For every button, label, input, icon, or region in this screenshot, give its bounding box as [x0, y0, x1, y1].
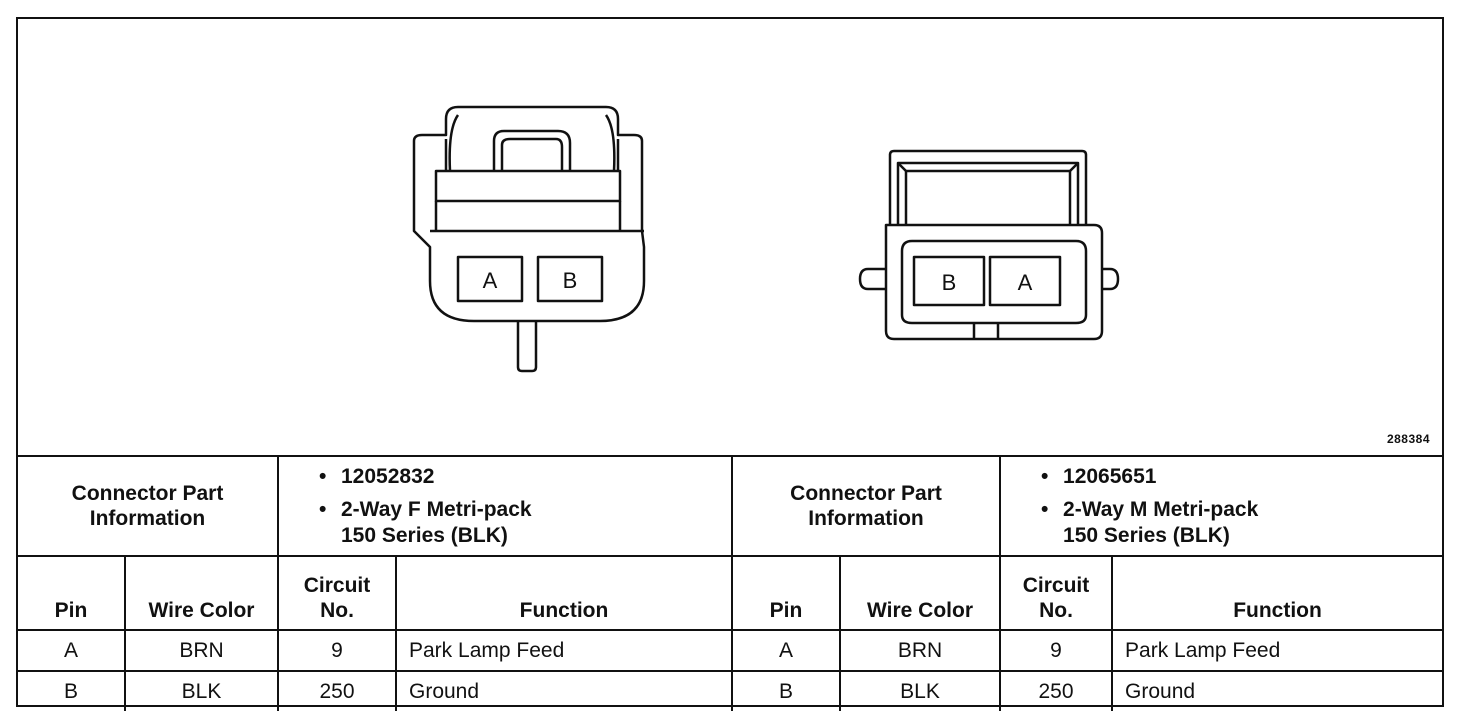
pin-cell: A: [731, 629, 842, 672]
part-info-label-right: Connector Part Information: [731, 455, 1002, 557]
circuit-cell: 9: [999, 629, 1114, 672]
circuit-cell: 250: [277, 670, 397, 711]
circuit-cell: 9: [277, 629, 397, 672]
part-number-right: 12065651: [1041, 464, 1442, 489]
header-pin-right: Pin: [731, 555, 842, 631]
wire-color-cell: BRN: [839, 629, 1002, 672]
male-cavity-label-2: A: [1018, 270, 1033, 295]
part-number-left: 12052832: [319, 464, 731, 489]
female-cavity-label-2: B: [563, 268, 578, 293]
header-function-left: Function: [394, 555, 734, 631]
function-cell: Park Lamp Feed: [1111, 629, 1443, 672]
connector-info-table: Connector Part Information 12052832 2-Wa…: [18, 455, 1443, 711]
female-connector-icon: [412, 105, 646, 373]
part-info-right: 12065651 2-Way M Metri-pack 150 Series (…: [999, 455, 1443, 557]
male-connector-icon: [858, 149, 1120, 341]
table-row: A BRN 9 Park Lamp Feed A BRN 9 Park Lamp…: [18, 629, 1443, 672]
diagram-frame: A B B A 288384 Connector Part Informatio…: [16, 17, 1444, 711]
function-cell: Ground: [1111, 670, 1443, 711]
table-row: B BLK 250 Ground B BLK 250 Ground: [18, 670, 1443, 711]
header-function-right: Function: [1111, 555, 1443, 631]
male-cavity-label-1: B: [942, 270, 957, 295]
figure-id: 288384: [1386, 432, 1430, 446]
part-desc-left-line2: 150 Series (BLK): [341, 523, 508, 547]
connector-drawing-area: A B B A 288384: [18, 19, 1442, 455]
function-cell: Ground: [394, 670, 734, 711]
wire-color-cell: BLK: [839, 670, 1002, 711]
part-desc-right-line2: 150 Series (BLK): [1063, 523, 1230, 547]
header-wire-color-left: Wire Color: [124, 555, 279, 631]
wire-color-cell: BRN: [124, 629, 279, 672]
pin-cell: A: [18, 629, 126, 672]
circuit-cell: 250: [999, 670, 1114, 711]
pin-cell: B: [731, 670, 842, 711]
function-cell: Park Lamp Feed: [394, 629, 734, 672]
part-info-label-left: Connector Part Information: [18, 455, 279, 557]
header-pin-left: Pin: [18, 555, 126, 631]
part-info-row: Connector Part Information 12052832 2-Wa…: [18, 455, 1443, 557]
part-info-left: 12052832 2-Way F Metri-pack 150 Series (…: [276, 455, 734, 557]
female-cavity-label-1: A: [483, 268, 498, 293]
part-desc-left-line1: 2-Way F Metri-pack: [319, 497, 731, 522]
part-desc-right-line1: 2-Way M Metri-pack: [1041, 497, 1442, 522]
wire-color-cell: BLK: [124, 670, 279, 711]
header-wire-color-right: Wire Color: [839, 555, 1002, 631]
connector-illustrations: A B B A: [412, 105, 1120, 373]
pin-cell: B: [18, 670, 126, 711]
